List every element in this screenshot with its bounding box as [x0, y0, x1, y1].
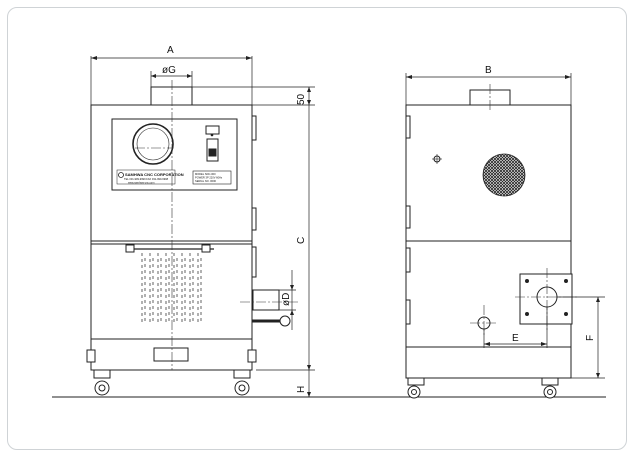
side-base [405, 346, 572, 379]
front-handle [153, 347, 189, 362]
dimension-a: A [167, 45, 174, 56]
company-contact: TEL 031-999-9999 FAX 031-999-9998 [124, 177, 169, 181]
drain-valve [279, 315, 291, 327]
spec-line-1: MODEL SDC-000 [195, 172, 216, 176]
dimension-f: F [585, 335, 596, 341]
front-centerlines [135, 80, 300, 370]
front-dimension-lines [90, 56, 315, 397]
dimension-h: H [296, 386, 307, 393]
front-lower-body [90, 240, 253, 340]
label-box [205, 125, 220, 135]
dimension-g: øG [162, 65, 176, 76]
dimension-d: øD [281, 293, 292, 306]
spec-line-2: POWER 3P 220V 60Hz [195, 176, 223, 180]
side-view [405, 89, 573, 399]
front-duct [150, 86, 193, 106]
exhaust-grille [482, 153, 526, 197]
dimension-50: 50 [296, 93, 307, 105]
company-web: www.samhwa-cnc.com [128, 181, 154, 185]
dimension-b: B [485, 65, 492, 76]
logo-strip [116, 169, 176, 185]
spec-line-3: SERIAL NO. 0000 [195, 179, 217, 183]
spec-plate [192, 170, 232, 185]
dimension-e: E [512, 333, 519, 344]
caster-wheel [94, 380, 110, 396]
dimension-c: C [296, 237, 307, 244]
pressure-gauge [132, 123, 174, 165]
company-name: SAMHWA CNC CORPORATION [125, 172, 184, 177]
filter-bags [141, 253, 202, 322]
side-dimension-lines [405, 73, 605, 379]
front-view [86, 86, 291, 396]
